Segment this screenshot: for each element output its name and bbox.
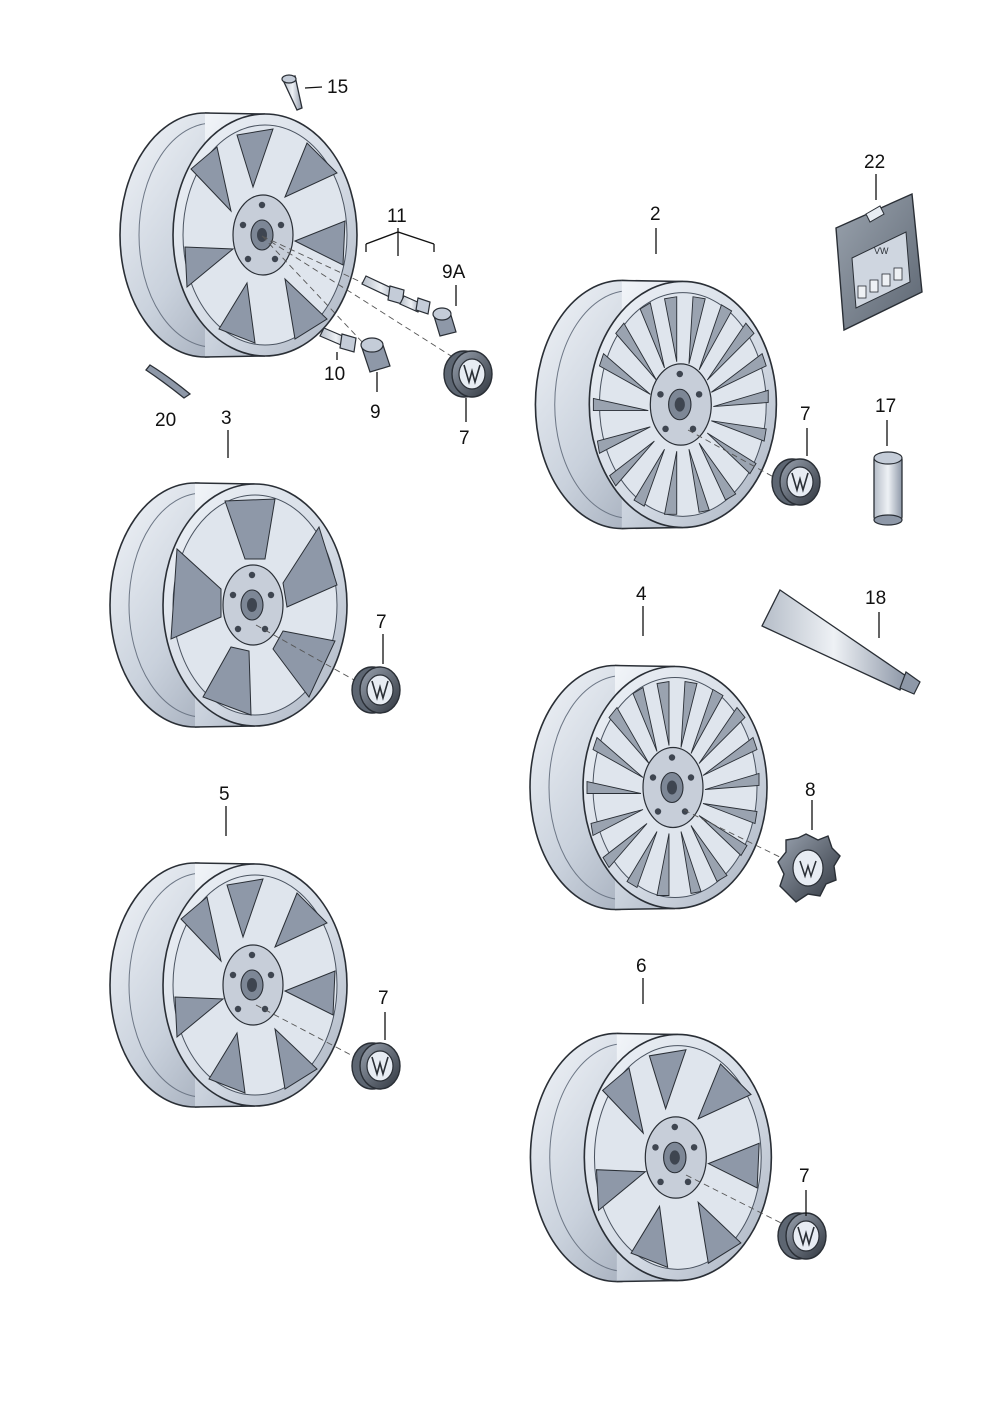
locking-bolt bbox=[319, 327, 357, 353]
adhesive-tube bbox=[873, 451, 903, 526]
callout-15: 15 bbox=[327, 77, 348, 98]
callout-18: 18 bbox=[865, 588, 886, 609]
wheel-6 bbox=[529, 1032, 773, 1283]
balance-weight bbox=[145, 364, 192, 399]
grease-tube bbox=[761, 589, 921, 695]
center-cap-star bbox=[777, 833, 841, 903]
hub-cap-2 bbox=[771, 458, 821, 506]
callout-6: 6 bbox=[636, 956, 647, 977]
callout-20: 20 bbox=[155, 410, 176, 431]
package-brand: VW bbox=[874, 246, 889, 256]
hub-cap-3 bbox=[351, 666, 401, 714]
wheel-4 bbox=[529, 664, 768, 911]
callout-22: 22 bbox=[864, 152, 885, 173]
wheel-main bbox=[119, 112, 358, 358]
wheel-3 bbox=[109, 482, 348, 728]
wheel-bolt-short bbox=[399, 295, 431, 315]
hub-cap-6 bbox=[777, 1212, 827, 1260]
callout-8: 8 bbox=[805, 780, 816, 801]
bolt-cover-small bbox=[432, 307, 457, 337]
bolt-axis-upper bbox=[261, 235, 379, 291]
hub-cap-1 bbox=[443, 350, 493, 398]
callout-5: 5 bbox=[219, 784, 230, 805]
assembly-axis bbox=[261, 235, 471, 369]
wheel-5 bbox=[109, 862, 348, 1108]
bolt-cover bbox=[360, 337, 391, 373]
hub-cap-5 bbox=[351, 1042, 401, 1090]
bolt-axis-lower bbox=[261, 235, 366, 346]
callout-4: 4 bbox=[636, 584, 647, 605]
callout-7-e: 7 bbox=[799, 1166, 810, 1187]
callout-7-c: 7 bbox=[376, 612, 387, 633]
callout-10: 10 bbox=[324, 364, 345, 385]
tyre-valve bbox=[281, 74, 303, 111]
callout-3: 3 bbox=[221, 408, 232, 429]
callout-9a: 9A bbox=[442, 262, 466, 283]
callout-17: 17 bbox=[875, 396, 896, 417]
callout-11: 11 bbox=[387, 206, 407, 227]
wheel-2 bbox=[534, 279, 778, 530]
callout-7-d: 7 bbox=[378, 988, 389, 1009]
bolt-set-package: VW bbox=[835, 192, 923, 332]
callout-7-a: 7 bbox=[459, 428, 470, 449]
callout-7-b: 7 bbox=[800, 404, 811, 425]
wheel-bolt-long bbox=[361, 275, 405, 305]
callout-9: 9 bbox=[370, 402, 381, 423]
callout-2: 2 bbox=[650, 204, 661, 225]
